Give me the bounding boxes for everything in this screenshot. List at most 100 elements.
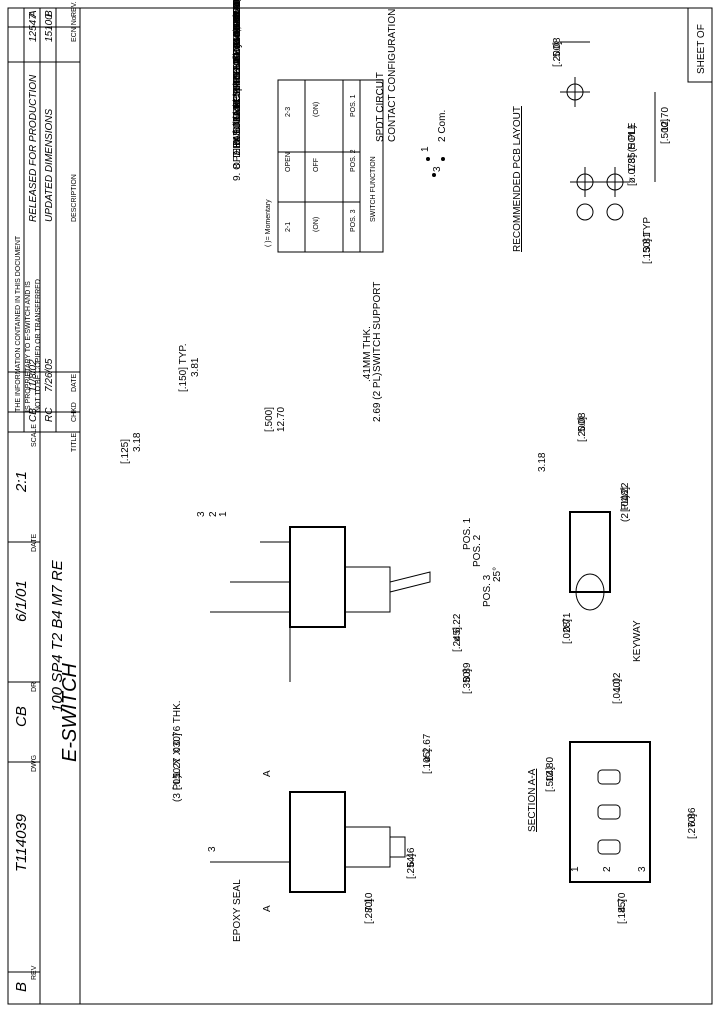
side-dim-245: [.245]	[452, 627, 463, 652]
pcb-dim-200: [.200]	[552, 42, 563, 67]
pcb-title: RECOMMENDED PCB LAYOUT	[512, 106, 523, 252]
side-dim-889: 8.89	[462, 662, 473, 682]
section-label-2: 2	[602, 866, 613, 872]
side-bushing	[344, 566, 391, 613]
rev-cell: B	[44, 10, 55, 17]
pcb-dim-508: 5.08	[552, 37, 563, 57]
top-dim-200: [.200]	[577, 417, 588, 442]
side-dim-622: ø 6.22	[452, 613, 463, 642]
circuit-title: SPDT CIRCUIT	[375, 72, 386, 142]
hdr-pos1: POS. 1	[350, 94, 357, 117]
note-line: 5. FIXED TERM. & MOVING CONTACT:	[232, 0, 243, 97]
side-dim-318: 3.18	[132, 432, 143, 452]
top-body	[569, 511, 611, 593]
section-label-1: 1	[570, 866, 581, 872]
row2-pos3: 2-1	[285, 222, 292, 232]
hdr-pos2: POS. 2	[350, 149, 357, 172]
title-block: TITLE 100 SP4 T2 B4 M7 RE E-SWITCH SCALE…	[7, 424, 81, 1005]
rev-cell: 12547	[28, 14, 39, 42]
section-pin-3	[597, 839, 621, 855]
rev-label: REV	[31, 965, 38, 980]
pcb-dim-1270: 12.70	[660, 107, 671, 132]
front-body	[289, 791, 346, 893]
side-angle: 25°	[492, 567, 503, 582]
dr-value: CB	[13, 706, 30, 727]
note-line: 6. ELECTRIC LIFE: 40,000 make-and-break …	[232, 0, 243, 133]
top-dim-102: 1.02	[612, 672, 623, 692]
top-dim-122: 1.22	[620, 482, 631, 502]
rev-header: REV.	[71, 1, 78, 17]
dr-label: DR	[31, 682, 38, 692]
dwg-label: DWG	[31, 755, 38, 772]
front-term-in: [.050 X .030]	[172, 733, 183, 790]
top-dim-040: [.040]	[612, 679, 623, 704]
front-term-dim: 1.27 X 0.76 THK.	[172, 700, 183, 777]
front-dim-710: 7.10	[364, 892, 375, 912]
front-actuator	[390, 836, 406, 858]
section-dim-270: [.270]	[687, 814, 698, 839]
title-block-border	[7, 431, 81, 1005]
side-dim-500: [.500]	[264, 407, 275, 432]
section-dim-185: [.185]	[617, 899, 628, 924]
config-title: CONTACT CONFIGURATION	[387, 9, 398, 142]
note-line: 4. RATING: 0.4VA @20V AC or DC max.	[232, 0, 243, 85]
side-dim-381: 3.81	[190, 357, 201, 377]
top-actuator	[575, 573, 605, 611]
note-line: 7. INSULATION RESISTANCE: 1,000 Mega-ohm…	[232, 0, 243, 157]
pcb-layout: RECOMMENDED PCB LAYOUT 5.08 [.200] 12.70…	[512, 37, 671, 264]
title-label: TITLE	[71, 433, 78, 452]
front-bushing	[344, 826, 391, 868]
side-term2: 2	[208, 511, 219, 517]
note-line: 3. TERMINAL NUMBERS FOR REF. ONLY.	[232, 0, 243, 73]
note-line: 9. OPERATING TEMP.: -30°C to +85°C	[232, 7, 243, 181]
pcb-hole-dim-in: [ø.073] (5 PL)	[627, 125, 638, 186]
rev-header: DESCRIPTION	[71, 174, 78, 222]
proprietary-3: NOT TO BE COPIED OR TRANSFERRED	[35, 279, 42, 412]
section-title: SECTION A-A	[527, 768, 538, 832]
row2-pos1: 2-3	[285, 107, 292, 117]
front-term3: 3	[207, 846, 218, 852]
front-view: 1.27 X 0.76 THK. [.050 X .030] (3 PL) 3 …	[172, 700, 433, 942]
company-logo: E-SWITCH	[59, 663, 81, 762]
switch-function-label: SWITCH FUNCTION	[370, 156, 377, 222]
top-dim-048: [.048]	[620, 487, 631, 512]
rev-cell: 15100	[44, 14, 55, 42]
top-dim-508: 5.08	[577, 412, 588, 432]
section-dim-470: 4.70	[617, 892, 628, 912]
row1-pos1: (ON)	[313, 102, 320, 117]
scale-value: 2:1	[13, 471, 30, 493]
rev-header: CHKD	[71, 402, 78, 422]
side-term1: 1	[218, 511, 229, 517]
circuit-t3: 3	[432, 166, 443, 172]
section-body	[569, 741, 651, 883]
notes-heading: NOTES:	[232, 0, 243, 22]
dwg-value: T114039	[13, 813, 30, 872]
rev-cell: RELEASED FOR PRODUCTION	[28, 74, 39, 222]
front-dim-254: [.254]	[406, 854, 417, 879]
side-support: SWITCH SUPPORT	[372, 282, 383, 372]
pcb-dim-500: [.500]	[660, 119, 671, 144]
section-pin-1	[597, 769, 621, 785]
side-body	[289, 526, 346, 628]
note-line: X.XX=±0.25	[232, 7, 243, 61]
side-view: 2.69 (2 PL) SWITCH SUPPORT .41MM THK. 3.…	[120, 282, 503, 694]
side-pos2: POS. 2	[472, 534, 483, 567]
top-dim-318: 3.18	[537, 452, 548, 472]
rev-cell: A	[28, 10, 39, 18]
note-line: 2. GENERAL TOLERANCE: X.X=±0.4	[232, 0, 243, 49]
side-support-thk: .41MM THK.	[362, 326, 373, 382]
side-dim-269: 2.69 (2 PL)	[372, 373, 383, 422]
section-dim-504: [.504]	[545, 767, 556, 792]
revision-table: REV.ECN No.DESCRIPTIONDATECHKDB15100UPDA…	[7, 1, 81, 433]
scale-label: SCALE	[31, 424, 38, 447]
config-table	[277, 79, 384, 253]
top-dim-2pl: (2 PL)	[620, 495, 631, 522]
pcb-hole-4	[576, 203, 594, 221]
top-dim-028: [.028]	[562, 619, 573, 644]
side-dim-1270: 12.70	[276, 407, 287, 432]
date-label: DATE	[31, 534, 38, 552]
row1-pos2: OFF	[313, 158, 320, 172]
sheet-of-box	[687, 7, 713, 83]
